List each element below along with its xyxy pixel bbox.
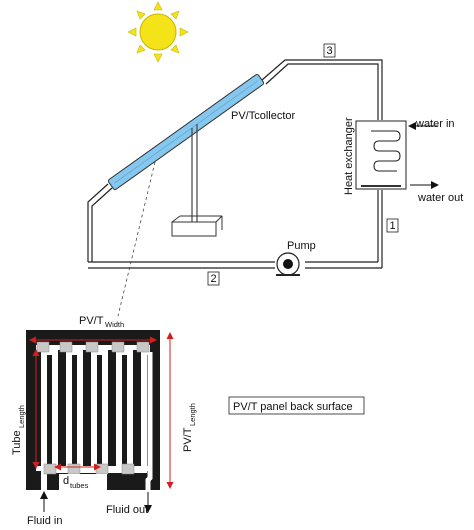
tube-spacing-label: d [63,475,69,487]
heat-exchanger-coil-icon [371,130,401,172]
pipe-number-3: 3 [323,43,336,58]
heat-exchanger-label: Heat exchanger [343,117,355,195]
svg-text:1: 1 [389,220,395,232]
pvt-length-label: PV/T [182,427,194,452]
sun-icon [127,1,189,63]
panel-caption-label: PV/T panel back surface [233,401,353,413]
svg-text:3: 3 [326,45,332,57]
heat-exchanger [355,120,407,190]
tube-spacing-subscript: tubes [70,481,89,490]
tube-spacing-label-box [59,474,107,492]
pvt-panel-back [26,330,160,490]
pvt-length-subscript: Length [188,403,197,426]
detail-lead-line [117,161,156,317]
fluid-in-label: Fluid in [27,515,62,527]
pvt-width-subscript: Width [105,320,124,329]
tube-length-label: Tube [11,430,23,455]
pvt-collector [107,73,265,237]
pvt-width-label: PV/T [79,315,104,327]
pipe-number-1: 1 [386,218,399,233]
piping-loop [87,59,383,269]
water-out-label: water out [417,192,463,204]
panel-caption-box [228,396,365,415]
pipe-number-2: 2 [207,271,220,286]
pump-icon [276,252,300,276]
water-in-label: water in [415,118,455,130]
fluid-out-label: Fluid out [106,504,148,516]
pump-label: Pump [287,240,316,252]
tube-length-subscript: Length [17,405,26,428]
svg-text:2: 2 [210,273,216,285]
collector-label: PV/Tcollector [231,110,296,122]
